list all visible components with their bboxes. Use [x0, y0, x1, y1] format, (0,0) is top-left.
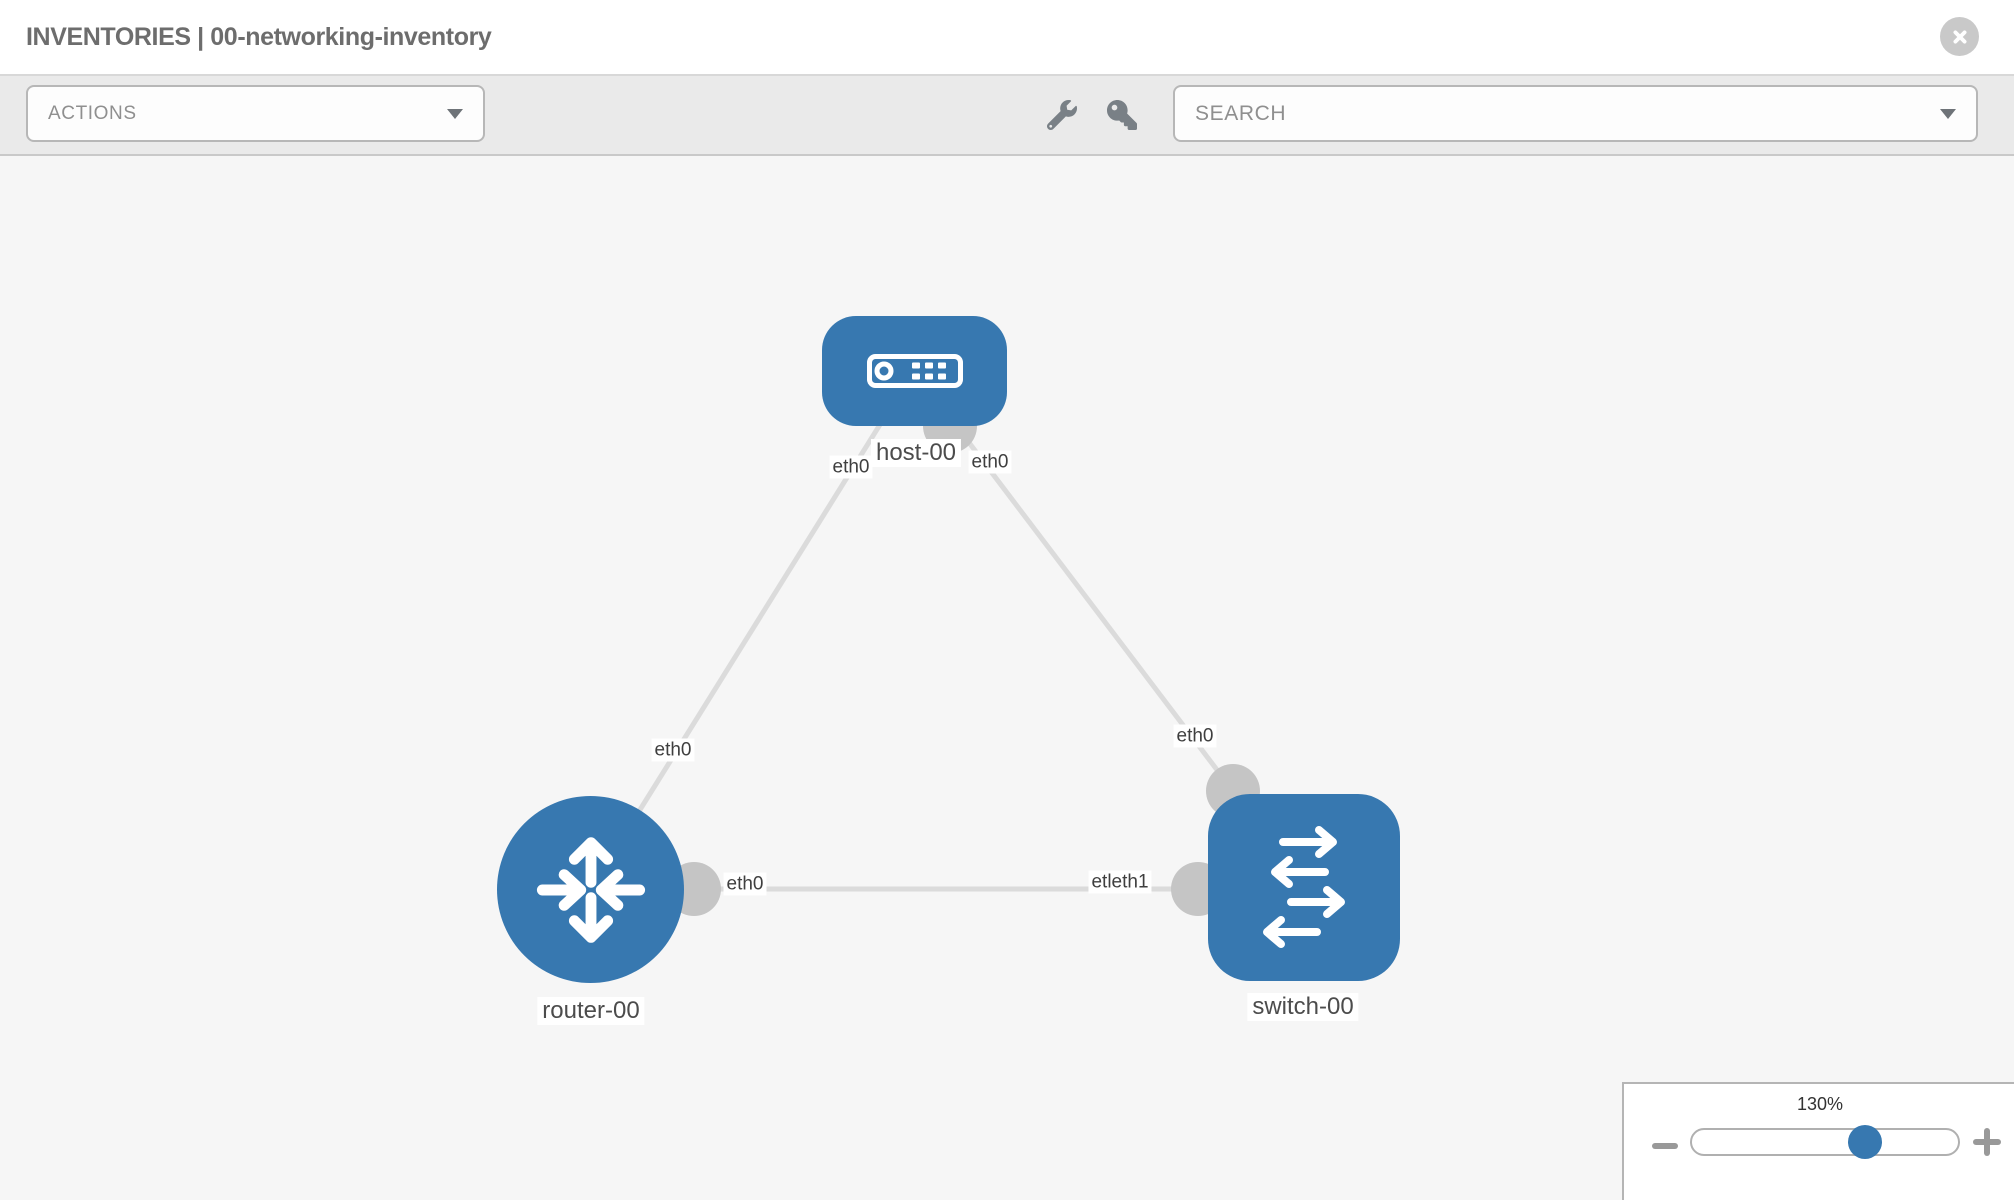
node-router[interactable] [497, 796, 684, 983]
interface-label: eth0 [651, 738, 695, 762]
node-switch[interactable] [1208, 794, 1400, 981]
toolbar: ACTIONS SEARCH [0, 76, 2014, 156]
zoom-slider-track[interactable] [1690, 1128, 1960, 1156]
chevron-down-icon [1940, 108, 1956, 119]
zoom-in-button[interactable] [1973, 1128, 2001, 1156]
router-icon [536, 836, 645, 943]
chevron-down-icon [447, 108, 463, 119]
interface-label: eth0 [1173, 724, 1217, 748]
interface-label: eth0 [829, 455, 873, 479]
configure-network-button[interactable] [1045, 98, 1079, 132]
node-label-host: host-00 [870, 439, 962, 467]
zoom-out-button[interactable] [1652, 1133, 1678, 1159]
page-title: INVENTORIES | 00-networking-inventory [26, 22, 492, 51]
search-dropdown[interactable]: SEARCH [1173, 85, 1978, 142]
interface-label: eth0 [723, 872, 767, 896]
close-button[interactable] [1940, 17, 1979, 56]
node-label-switch: switch-00 [1247, 993, 1359, 1021]
node-host[interactable] [822, 316, 1007, 426]
switch-icon [1263, 825, 1345, 948]
wrench-icon [1047, 100, 1077, 130]
key-icon [1107, 100, 1137, 130]
close-icon [1953, 30, 1966, 43]
zoom-slider-thumb[interactable] [1848, 1125, 1882, 1159]
actions-dropdown[interactable]: ACTIONS [26, 85, 485, 142]
topology-links-layer [587, 368, 1260, 916]
zoom-level-label: 130% [1796, 1094, 1844, 1114]
node-label-router: router-00 [537, 997, 645, 1025]
interface-label: eth0 [968, 450, 1012, 474]
actions-dropdown-label: ACTIONS [48, 102, 137, 124]
credentials-button[interactable] [1105, 98, 1139, 132]
topology-canvas[interactable]: host-00 router-00 switch-00 eth0 eth0 et… [0, 156, 2014, 1200]
search-dropdown-label: SEARCH [1195, 101, 1287, 125]
zoom-control-panel: 130% [1622, 1082, 2014, 1200]
header: INVENTORIES | 00-networking-inventory [0, 0, 2014, 76]
host-icon [866, 354, 963, 388]
interface-label: etleth1 [1088, 870, 1152, 894]
